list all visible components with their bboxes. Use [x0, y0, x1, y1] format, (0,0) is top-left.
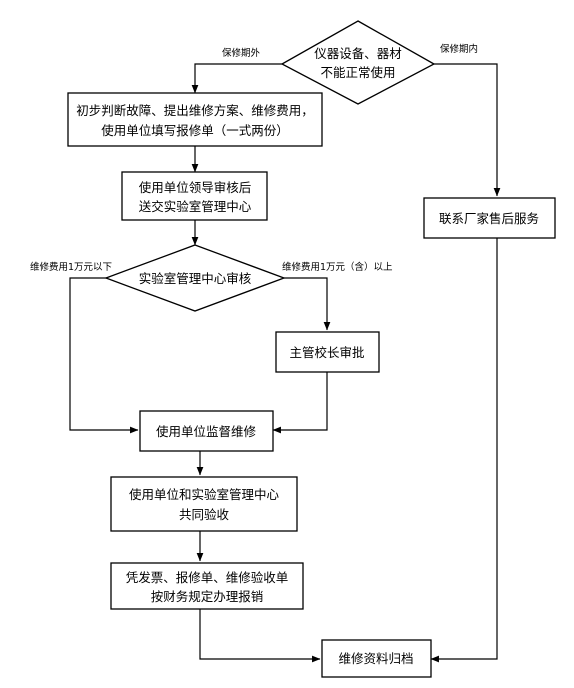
node-after-sales-line-1: 联系厂家售后服务	[439, 211, 539, 226]
node-start: 仪器设备、器材 不能正常使用	[280, 20, 436, 105]
node-leader-review-line-2: 送交实验室管理中心	[139, 199, 252, 214]
edge-start-to-after-sales	[434, 63, 501, 197]
node-center-review: 实验室管理中心审核	[104, 244, 286, 312]
edge-principal-to-supervise	[272, 372, 328, 434]
node-diagnose: 初步判断故障、提出维修方案、维修费用， 使用单位填写报修单（一式两份）	[67, 92, 323, 147]
node-reimburse-line-2: 按财务规定办理报销	[151, 589, 264, 604]
label-out-of-warranty: 保修期外	[222, 47, 261, 59]
label-above-10k: 维修费用1万元（含）以上	[282, 261, 393, 273]
edge-center-review-to-supervise-low-cost	[69, 277, 139, 434]
node-diagnose-line-1: 初步判断故障、提出维修方案、维修费用，	[76, 103, 314, 118]
node-supervise-repair: 使用单位监督维修	[139, 410, 274, 452]
edges	[69, 63, 501, 663]
node-diagnose-line-2: 使用单位填写报修单（一式两份）	[101, 123, 289, 138]
node-leader-review-line-1: 使用单位领导审核后	[139, 180, 252, 195]
edge-reimburse-to-archive	[199, 609, 321, 663]
node-reimburse: 凭发票、报修单、维修验收单 按财务规定办理报销	[110, 562, 304, 610]
node-start-line-1: 仪器设备、器材	[314, 46, 402, 61]
edge-labels: 保修期外 保修期内 维修费用1万元以下 维修费用1万元（含）以上	[30, 43, 478, 273]
node-principal-approve: 主管校长审批	[275, 331, 380, 373]
node-supervise-repair-line-1: 使用单位监督维修	[156, 424, 257, 439]
node-archive: 维修资料归档	[321, 639, 432, 678]
label-in-warranty: 保修期内	[440, 43, 478, 55]
label-below-10k: 维修费用1万元以下	[30, 261, 112, 273]
node-center-review-line-1: 实验室管理中心审核	[139, 271, 252, 286]
node-joint-acceptance-line-2: 共同验收	[179, 507, 230, 522]
node-archive-line-1: 维修资料归档	[338, 651, 413, 666]
edge-start-to-diagnose	[191, 63, 282, 94]
node-reimburse-line-1: 凭发票、报修单、维修验收单	[126, 570, 289, 585]
node-start-line-2: 不能正常使用	[320, 65, 395, 80]
edge-after-sales-to-archive	[430, 238, 498, 663]
node-joint-acceptance-line-1: 使用单位和实验室管理中心	[129, 487, 280, 502]
edge-center-review-to-principal	[284, 277, 331, 331]
node-after-sales: 联系厂家售后服务	[423, 197, 556, 239]
node-joint-acceptance: 使用单位和实验室管理中心 共同验收	[110, 476, 298, 532]
node-leader-review: 使用单位领导审核后 送交实验室管理中心	[121, 171, 268, 221]
node-principal-approve-line-1: 主管校长审批	[289, 345, 364, 360]
